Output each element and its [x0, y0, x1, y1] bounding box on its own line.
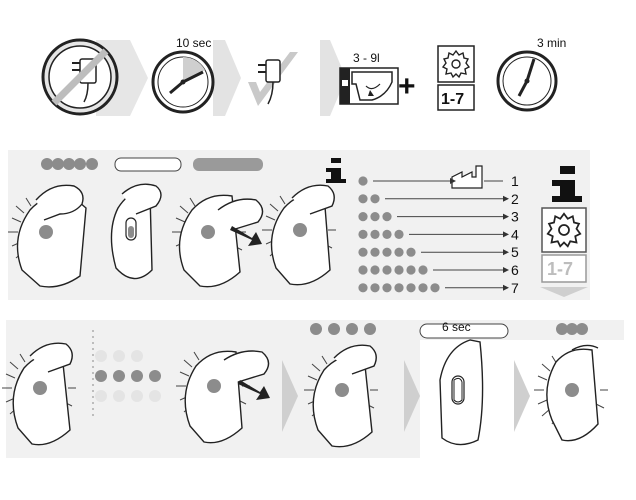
program-dot	[358, 283, 368, 293]
clock-10sec-icon	[151, 50, 215, 114]
program-dot	[418, 265, 428, 275]
hand-press-icon-7	[303, 344, 379, 448]
program-dot	[394, 265, 404, 275]
program-dot-list: 1 2 34 5 6 7	[358, 173, 519, 296]
program-dot	[394, 247, 404, 257]
program-dot	[358, 194, 368, 204]
program-arrow	[503, 213, 509, 220]
program-number: 4	[511, 226, 519, 242]
program-dot	[382, 283, 392, 293]
hold-time-label: 6 sec	[442, 320, 471, 334]
program-dot	[370, 283, 380, 293]
program-dot	[418, 283, 428, 293]
program-dot	[358, 247, 368, 257]
program-number: 3	[511, 209, 519, 225]
hand-slide-icon-6	[175, 350, 270, 444]
program-number: 2	[511, 191, 519, 207]
program-arrow	[503, 284, 509, 291]
program-dot	[382, 247, 392, 257]
bottom-step-arrows	[282, 360, 530, 432]
program-dot	[370, 212, 380, 222]
clock-3min-icon	[496, 50, 558, 112]
program-dot	[370, 229, 380, 239]
program-selector-box-grey	[540, 207, 588, 297]
flush-panel-icon	[439, 339, 484, 446]
program-number: 6	[511, 262, 519, 278]
program-dot	[406, 283, 416, 293]
program-dot	[370, 194, 380, 204]
indicator-pill-empty	[114, 157, 182, 172]
dots-indicator-five	[41, 158, 98, 170]
program-range-label: 1-7	[441, 91, 464, 108]
factory-icon	[451, 165, 483, 189]
dots-indicator-three	[556, 323, 588, 335]
dot-sequence-grid	[92, 330, 161, 420]
time-long-label: 3 min	[537, 36, 566, 50]
program-dot	[382, 212, 392, 222]
program-dot	[382, 265, 392, 275]
program-selector-box	[437, 45, 475, 111]
dots-indicator-four	[310, 323, 376, 335]
info-icon-large	[552, 166, 582, 202]
hand-press-icon-4	[261, 184, 337, 286]
program-dot	[430, 283, 440, 293]
hand-press-icon-1	[7, 184, 87, 288]
hand-press-icon-2	[110, 183, 162, 280]
program-number: 7	[511, 280, 519, 296]
program-arrow	[503, 249, 509, 256]
time-short-label: 10 sec	[176, 36, 211, 50]
hand-slide-icon-3	[171, 194, 264, 288]
program-dot	[358, 176, 368, 186]
program-range-grey-label: 1-7	[547, 259, 573, 279]
toilet-flush-icon	[339, 67, 399, 105]
program-dot	[370, 247, 380, 257]
program-dot	[370, 265, 380, 275]
program-dot	[394, 229, 404, 239]
info-icon	[326, 158, 346, 183]
no-power-plug-icon	[41, 38, 119, 116]
program-dot	[406, 265, 416, 275]
program-dot	[358, 265, 368, 275]
program-dot	[358, 212, 368, 222]
plug-inserted-icon	[248, 52, 298, 106]
program-number: 5	[511, 244, 519, 260]
program-number: 1	[511, 173, 519, 189]
program-arrow	[503, 195, 509, 202]
program-dot	[382, 229, 392, 239]
program-arrow	[503, 231, 509, 238]
top-step-band	[96, 40, 346, 116]
program-arrow	[503, 267, 509, 273]
hold-time-pill	[419, 323, 509, 339]
program-dot	[358, 229, 368, 239]
water-volume-label: 3 - 9l	[353, 51, 380, 65]
hand-press-icon-5	[1, 342, 77, 446]
indicator-pill-dark	[193, 158, 263, 171]
panel-glow-icon	[533, 344, 609, 442]
program-arrow	[450, 178, 456, 184]
plus-sign: +	[398, 70, 416, 103]
program-dot	[406, 247, 416, 257]
program-dot	[394, 283, 404, 293]
